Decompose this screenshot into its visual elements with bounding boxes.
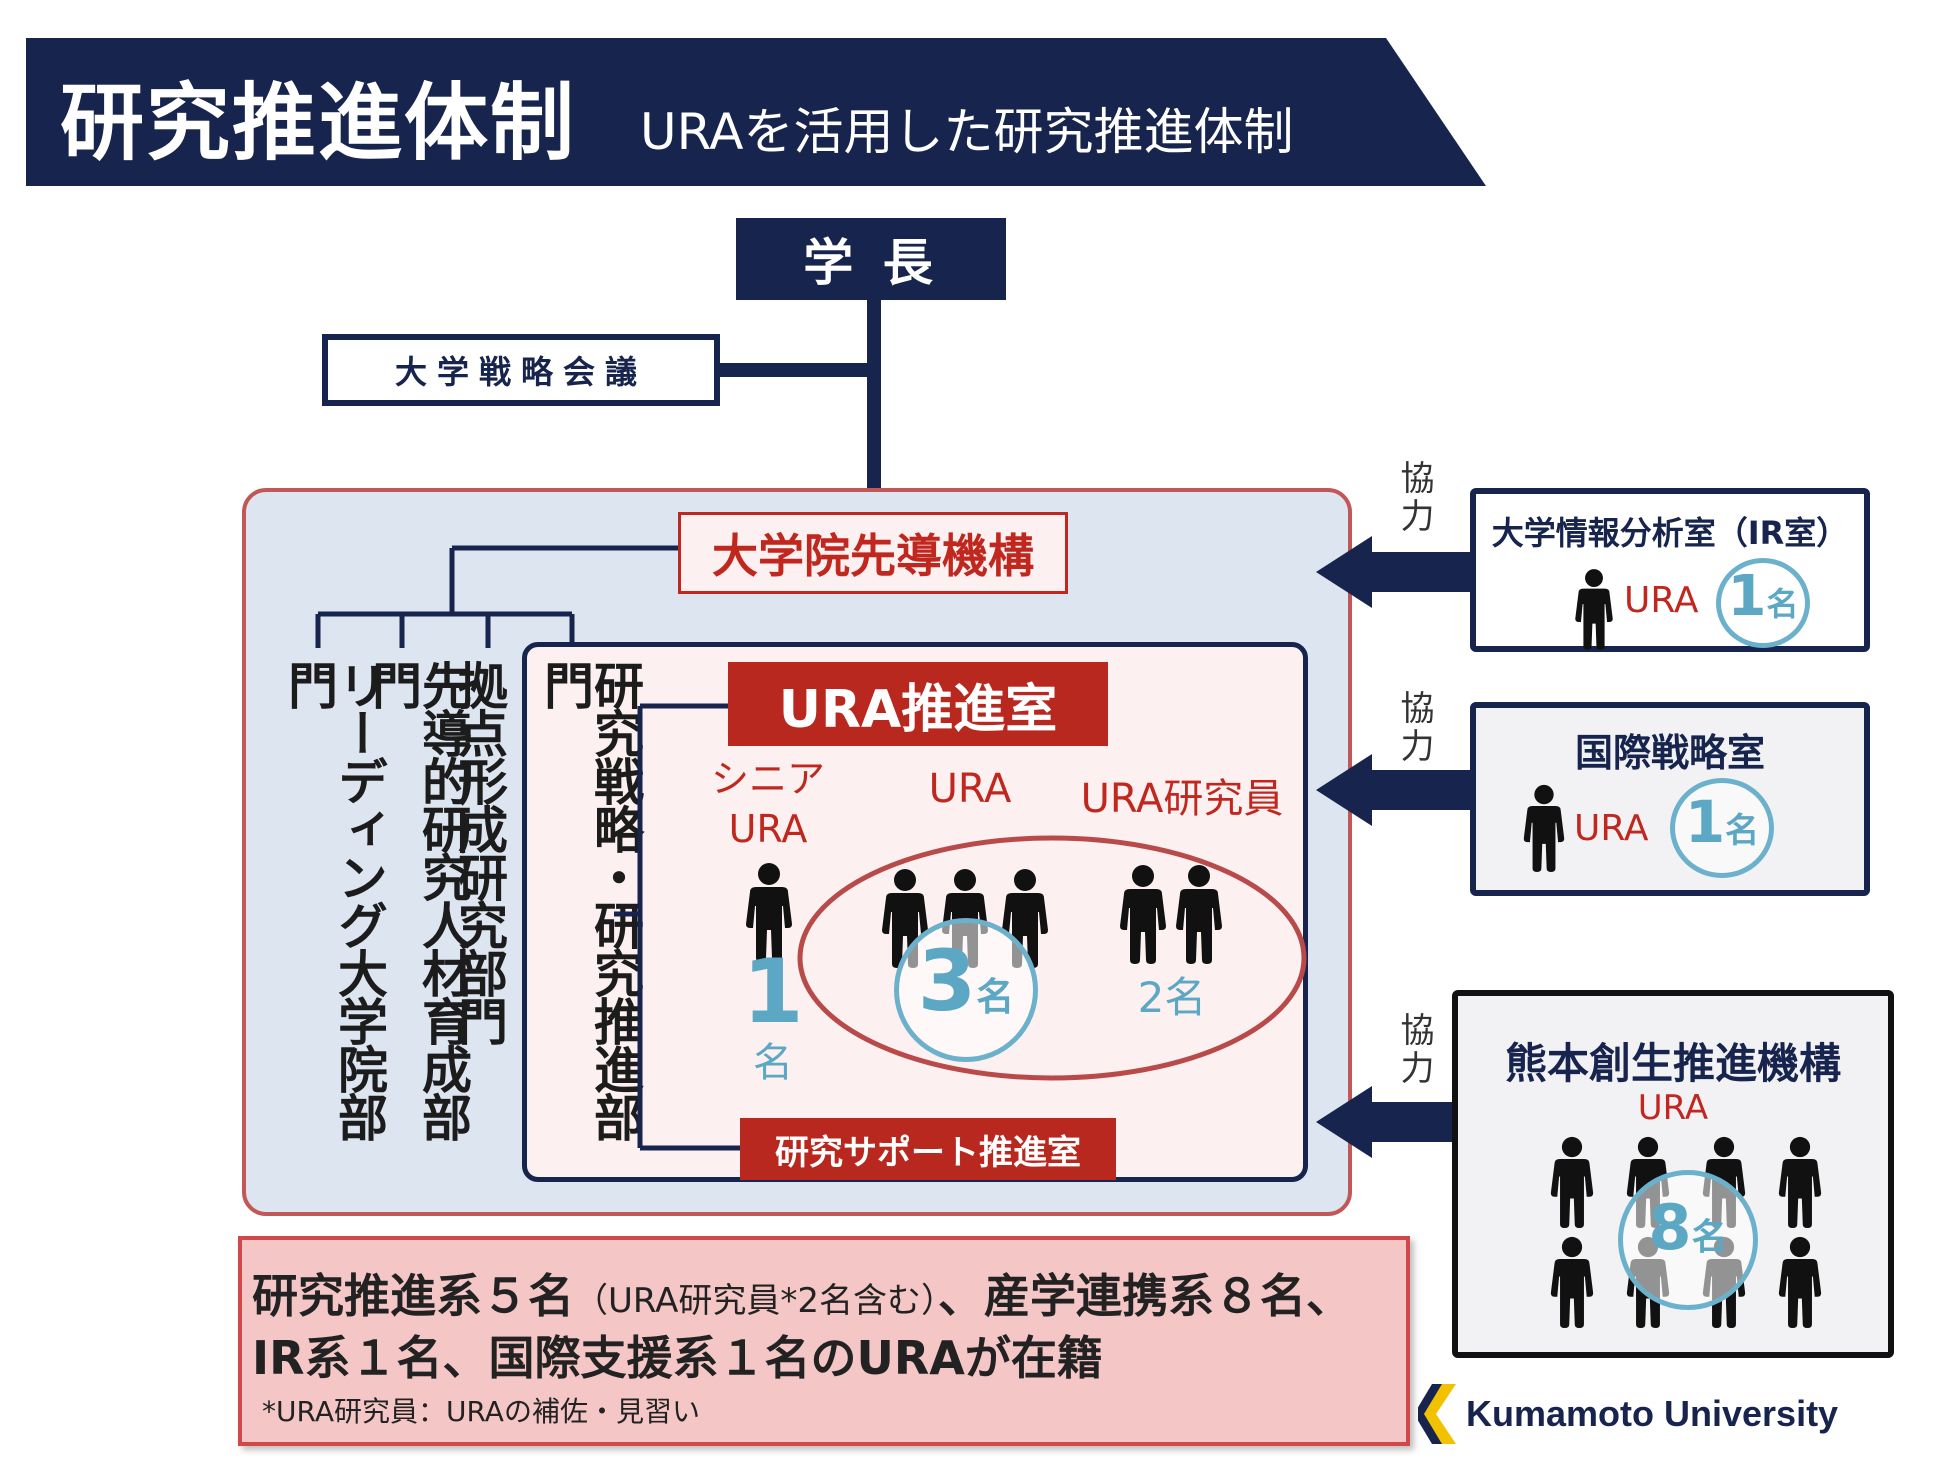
page-subtitle: URAを活用した研究推進体制: [640, 103, 1294, 161]
summary-line-1: 研究推進系５名（URA研究員*2名含む）、産学連携系８名、: [252, 1260, 1352, 1326]
header-banner: 研究推進体制 URAを活用した研究推進体制: [26, 38, 1486, 186]
ura-researcher-count: 2名: [1137, 973, 1207, 1022]
summary-line-1c: 、産学連携系８名、: [938, 1269, 1353, 1323]
senior-ura-label: シニア URA: [710, 757, 825, 851]
kumamoto-sosei-box: 熊本創生推進機構 URA 8 名: [1452, 990, 1894, 1358]
ir-office-name: 大学情報分析室（IR室）: [1491, 514, 1849, 552]
council-box: 大学戦略会議: [322, 334, 720, 406]
summary-line-1b: （URA研究員*2名含む）: [574, 1281, 939, 1321]
university-logo-text: Kumamoto University: [1466, 1393, 1839, 1434]
dept-research-strategy: 研究戦略・研究推進部門: [536, 660, 644, 1140]
header-banner-shape: [26, 38, 1486, 186]
ura-office-title-box: URA推進室: [728, 662, 1108, 746]
kumamoto-ura-person-icon: [1774, 1236, 1826, 1328]
international-ura-person-icon: [1520, 784, 1568, 872]
kumamoto-ura-person-icon: [1774, 1136, 1826, 1228]
ura-count-badge: 3 名: [894, 918, 1038, 1062]
summary-line-2: IR系１名、国際支援系１名のURAが在籍: [252, 1331, 1103, 1385]
cooperation-label: 協力: [1394, 1012, 1434, 1088]
international-office-name: 国際戦略室: [1574, 731, 1765, 775]
page-title: 研究推進体制: [60, 74, 577, 172]
ir-ura-role: URA: [1624, 580, 1699, 621]
ura-count-unit: 名: [976, 975, 1015, 1019]
ura-office-title: URA推進室: [778, 679, 1058, 740]
dept-leading-graduate: リーディング大学院部門: [280, 660, 388, 1140]
ir-office-box: 大学情報分析室（IR室） URA 1 名: [1470, 488, 1870, 652]
university-logo: Kumamoto University: [1418, 1384, 1838, 1444]
cooperation-label: 協力: [1394, 690, 1434, 766]
kumamoto-ura-count-unit: 名: [1691, 1217, 1728, 1258]
ir-ura-person-icon: [1572, 568, 1616, 650]
summary-note: *URA研究員：URAの補佐・見習い: [262, 1395, 700, 1428]
president-label: 学 長: [803, 234, 939, 292]
institute-title: 大学院先導機構: [712, 529, 1034, 583]
senior-ura-count-unit: 名: [753, 1040, 793, 1086]
ir-ura-count-badge: 1 名: [1716, 558, 1810, 648]
cooperation-label: 協力: [1394, 460, 1434, 536]
dept-advanced-talent: 先導的研究人材育成部門: [364, 660, 472, 1140]
ura-researcher-label: URA研究員: [1080, 776, 1284, 822]
kumamoto-ura-count-number: 8: [1648, 1191, 1692, 1264]
ir-ura-count-unit: 名: [1766, 585, 1799, 623]
support-office-label: 研究サポート推進室: [775, 1132, 1081, 1173]
president-box: 学 長: [736, 218, 1006, 300]
support-office-box: 研究サポート推進室: [740, 1118, 1116, 1180]
kumamoto-ura-person-icon: [1546, 1136, 1598, 1228]
council-label: 大学戦略会議: [394, 353, 647, 391]
kumamoto-sosei-name: 熊本創生推進機構: [1504, 1039, 1841, 1088]
international-office-box: 国際戦略室 URA 1 名: [1470, 702, 1870, 896]
international-ura-role: URA: [1574, 808, 1649, 849]
international-ura-count-badge: 1 名: [1670, 778, 1774, 878]
dept-hub-research: 拠点形成研究部門: [450, 660, 508, 1044]
institute-title-box: 大学院先導機構: [678, 512, 1068, 594]
summary-box: 研究推進系５名（URA研究員*2名含む）、産学連携系８名、 IR系１名、国際支援…: [238, 1236, 1410, 1446]
university-logo-icon: [1418, 1384, 1458, 1444]
kumamoto-sosei-role: URA: [1637, 1088, 1709, 1128]
kumamoto-ura-count-badge: 8 名: [1618, 1170, 1758, 1310]
ura-count-number: 3: [917, 932, 977, 1030]
senior-ura-count-number: 1: [742, 940, 804, 1043]
ir-ura-count-number: 1: [1727, 564, 1767, 629]
ura-label: URA: [928, 766, 1012, 812]
summary-line-1a: 研究推進系５名: [252, 1269, 574, 1323]
kumamoto-ura-person-icon: [1546, 1236, 1598, 1328]
international-ura-count-number: 1: [1684, 788, 1726, 856]
international-ura-count-unit: 名: [1725, 811, 1760, 851]
